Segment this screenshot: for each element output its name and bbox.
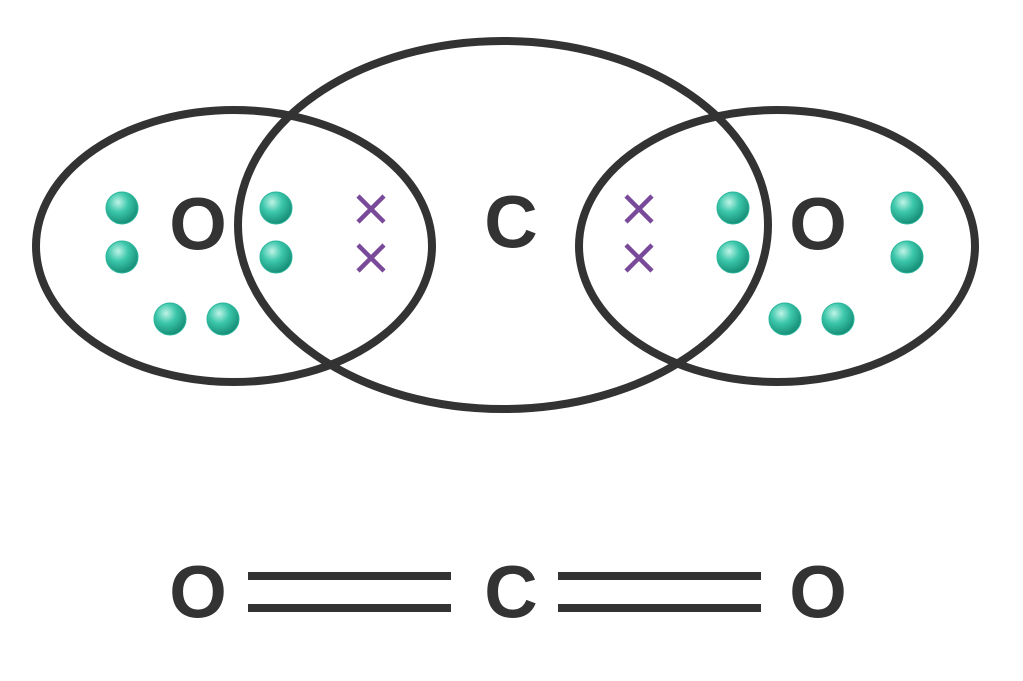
carbon-electron-cross <box>624 243 654 273</box>
carbon-electron-cross <box>356 243 386 273</box>
right-oxygen-electrons <box>716 191 924 336</box>
carbon-electron-cross <box>356 194 386 224</box>
oxygen-electron-dot <box>153 302 187 336</box>
carbon-electrons <box>356 194 654 273</box>
oxygen-shared-electron-dot <box>716 240 750 274</box>
left-oxygen-symbol: O <box>169 183 227 266</box>
formula-carbon: C <box>484 551 537 634</box>
oxygen-electron-dot <box>105 191 139 225</box>
carbon-symbol: C <box>484 181 537 264</box>
right-oxygen-shell <box>575 106 979 386</box>
left-double-bond <box>248 572 451 612</box>
carbon-shell <box>234 37 772 413</box>
formula-left-oxygen: O <box>169 551 227 634</box>
carbon-electron-cross <box>624 194 654 224</box>
left-oxygen-electrons <box>105 191 293 336</box>
oxygen-shared-electron-dot <box>259 191 293 225</box>
oxygen-electron-dot <box>105 240 139 274</box>
oxygen-electron-dot <box>768 302 802 336</box>
oxygen-electron-dot <box>890 240 924 274</box>
oxygen-shared-electron-dot <box>716 191 750 225</box>
left-oxygen-shell <box>32 106 436 386</box>
structural-formula: O C O <box>169 551 847 634</box>
right-double-bond <box>558 572 761 612</box>
oxygen-electron-dot <box>821 302 855 336</box>
dot-cross-diagram: O C O <box>32 37 979 413</box>
right-oxygen-symbol: O <box>789 183 847 266</box>
oxygen-shared-electron-dot <box>259 240 293 274</box>
oxygen-electron-dot <box>890 191 924 225</box>
oxygen-electron-dot <box>206 302 240 336</box>
formula-right-oxygen: O <box>789 551 847 634</box>
